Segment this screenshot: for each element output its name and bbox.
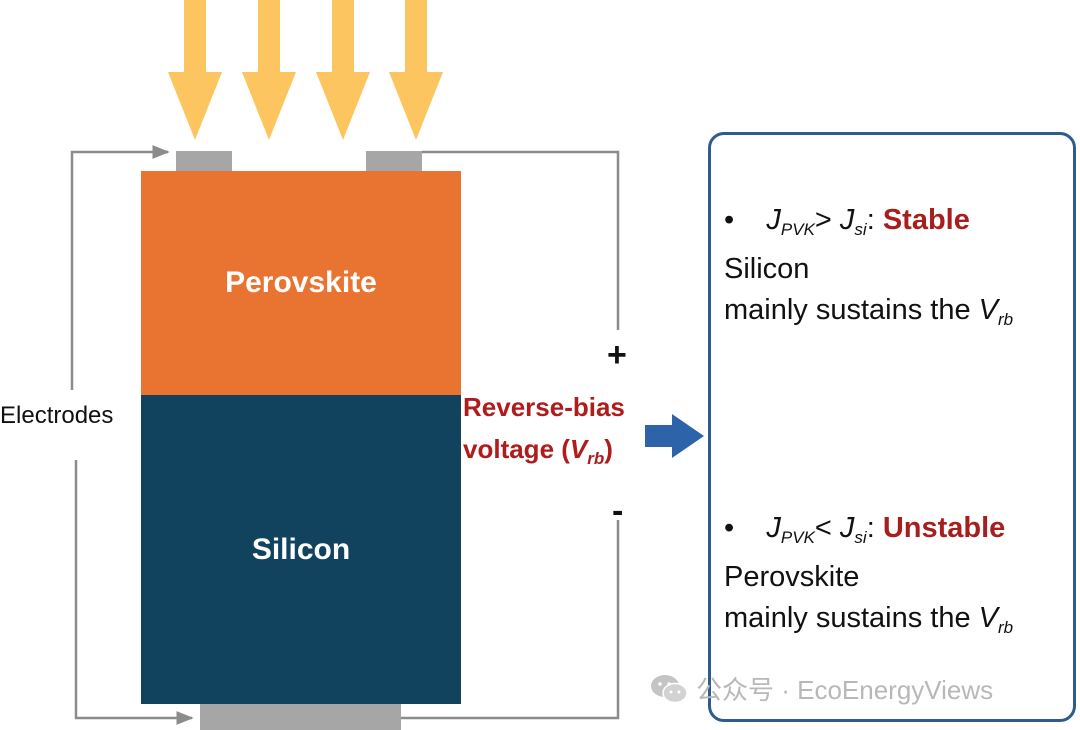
operator: > (814, 204, 832, 236)
silicon-layer (141, 395, 461, 704)
top-electrode-left (176, 151, 232, 172)
minus-sign: - (612, 492, 624, 530)
info-panel (708, 132, 1076, 722)
watermark-text: 公众号 · EcoEnergyViews (696, 675, 994, 705)
reverse-bias-line2-suffix: ) (604, 434, 613, 464)
v-rb-sub: rb (998, 310, 1014, 329)
electrodes-label: Electrodes (0, 402, 116, 430)
bullet: • (724, 512, 735, 544)
bottom-electrode (200, 704, 401, 730)
j-si-sub: si (854, 528, 867, 547)
silicon-label: Silicon (251, 533, 351, 566)
perovskite-label: Perovskite (225, 266, 377, 299)
right-wire-top (422, 150, 620, 330)
case-unstable-condition: • JPVK< Jsi: Unstable (724, 512, 1005, 548)
reverse-bias-label: Reverse-bias voltage (Vrb) (463, 386, 625, 480)
sustains-text: mainly sustains the (724, 602, 979, 634)
case-stable-line1: Silicon (724, 253, 810, 285)
case-unstable-line2: mainly sustains the Vrb (724, 602, 1013, 638)
j-si-symbol: J (839, 512, 855, 544)
light-arrow-4 (389, 0, 443, 140)
reverse-bias-v-sub: rb (587, 449, 605, 468)
wechat-icon (651, 675, 688, 704)
bullet: • (724, 204, 735, 236)
j-si-symbol: J (839, 204, 855, 236)
v-rb-symbol: V (978, 294, 999, 326)
right-wire-bottom (401, 520, 620, 720)
v-rb-symbol: V (978, 602, 999, 634)
light-arrow-3 (316, 0, 370, 140)
light-arrow-2 (242, 0, 296, 140)
reverse-bias-v-symbol: V (569, 434, 588, 464)
v-rb-sub: rb (998, 618, 1014, 637)
j-si-sub: si (854, 220, 867, 239)
perovskite-layer (141, 171, 461, 395)
case-unstable-line1: Perovskite (724, 561, 860, 593)
j-pvk-symbol: J (766, 204, 781, 236)
j-pvk-symbol: J (766, 512, 781, 544)
reverse-bias-line1: Reverse-bias (463, 392, 625, 422)
left-wire-bottom (74, 460, 194, 725)
sustains-text: mainly sustains the (724, 294, 979, 326)
right-arrow-icon (645, 414, 704, 458)
light-arrow-1 (168, 0, 222, 140)
top-electrode-right (366, 151, 422, 172)
case-stable-line2: mainly sustains the Vrb (724, 294, 1013, 330)
case-stable-condition: • JPVK> Jsi: Stable (724, 204, 970, 240)
operator: < (814, 512, 832, 544)
reverse-bias-line2-prefix: voltage ( (463, 434, 570, 464)
watermark: 公众号 · EcoEnergyViews (650, 670, 993, 707)
colon: : (866, 512, 875, 544)
j-pvk-sub: PVK (780, 528, 815, 547)
status-stable: Stable (882, 204, 970, 236)
j-pvk-sub: PVK (780, 220, 815, 239)
left-wire-top (70, 145, 170, 390)
status-unstable: Unstable (882, 512, 1006, 544)
light-arrows (168, 0, 443, 140)
plus-sign: + (607, 336, 627, 374)
colon: : (866, 204, 875, 236)
